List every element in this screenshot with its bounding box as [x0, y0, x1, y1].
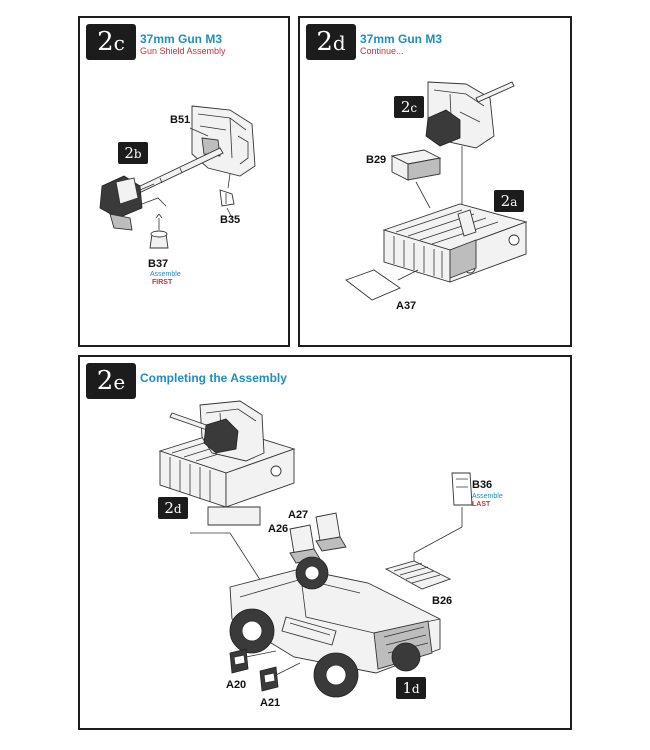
step-number-badge: 2e — [86, 363, 136, 399]
step-subtitle: Gun Shield Assembly — [140, 46, 226, 56]
assembly-note: Assemble — [150, 271, 181, 278]
step-reference-badge: 2c — [394, 96, 424, 118]
assembly-order: FIRST — [152, 279, 173, 286]
part-label-a37: A37 — [396, 300, 417, 312]
part-label-b35: B35 — [220, 214, 241, 226]
part-label-a20: A20 — [226, 679, 247, 691]
part-label-b29: B29 — [366, 154, 387, 166]
assembly-order: LAST — [472, 501, 491, 508]
step-subtitle: Continue... — [360, 46, 404, 56]
step-2d-panel: 2d 37mm Gun M3 Continue... 2c 2a B29 A37 — [298, 16, 572, 347]
step-reference-badge: 2b — [118, 142, 148, 164]
part-label-a21: A21 — [260, 697, 281, 709]
gun-shield-assembly-illustration — [99, 105, 256, 249]
part-label-b26: B26 — [432, 595, 453, 607]
step-reference-badge: 2a — [494, 190, 524, 212]
step-title: 37mm Gun M3 — [360, 32, 443, 46]
part-label-a27: A27 — [288, 509, 309, 521]
gun-mount-assembly-illustration — [345, 81, 528, 301]
part-label-b51: B51 — [170, 114, 191, 126]
step-2e-panel: 2e Completing the Assembly 2d 1d A26 A27… — [78, 355, 572, 730]
step-title: 37mm Gun M3 — [140, 32, 223, 46]
vehicle-final-assembly-illustration — [158, 400, 473, 698]
step-number-badge: 2c — [86, 24, 136, 60]
step-reference-badge: 2d — [158, 497, 188, 519]
step-2c-panel: 2c 37mm Gun M3 Gun Shield Assembly 2b B5… — [78, 16, 290, 347]
assembly-note: Assemble — [472, 493, 503, 500]
step-title: Completing the Assembly — [140, 371, 287, 385]
part-label-b36: B36 — [472, 479, 493, 491]
part-label-a26: A26 — [268, 523, 289, 535]
step-number-badge: 2d — [306, 24, 356, 60]
step-reference-badge: 1d — [396, 677, 426, 699]
part-label-b37: B37 — [148, 258, 169, 270]
